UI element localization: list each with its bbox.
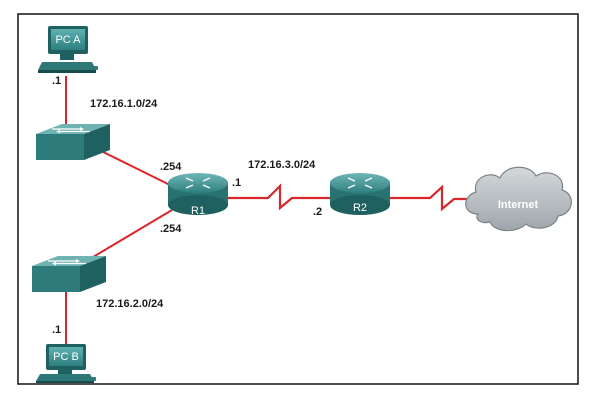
network-lan-a-label: 172.16.1.0/24	[90, 98, 158, 110]
switch-2-icon[interactable]	[32, 256, 106, 292]
r1-label: R1	[191, 205, 205, 217]
r2-label: R2	[353, 202, 367, 214]
diagram-border	[17, 13, 579, 385]
pc-a-host-address: .1	[52, 75, 62, 87]
r2-serial-address: .2	[313, 206, 323, 218]
network-lan-b-label: 172.16.2.0/24	[96, 298, 164, 310]
serial-link-r2-internet	[388, 184, 470, 212]
link-switch1-r1	[94, 147, 173, 187]
router-r1-icon[interactable]	[168, 173, 228, 215]
network-wan-label: 172.16.3.0/24	[248, 159, 316, 171]
serial-link-r1-r2	[226, 183, 332, 211]
pc-b-icon[interactable]	[36, 344, 96, 383]
r1-lan-a-address: .254	[160, 161, 182, 173]
r1-serial-address: .1	[232, 177, 242, 189]
switch-1-icon[interactable]	[36, 124, 110, 160]
pc-b-host-address: .1	[52, 324, 62, 336]
internet-cloud-icon[interactable]	[465, 166, 572, 232]
pc-b-label: PC B	[53, 351, 79, 363]
link-r1-switch2	[87, 209, 173, 261]
internet-label: Internet	[498, 199, 539, 211]
router-r2-icon[interactable]	[330, 173, 390, 215]
r1-lan-b-address: .254	[160, 223, 182, 235]
pc-a-icon[interactable]	[38, 26, 98, 73]
pc-a-label: PC A	[55, 34, 81, 46]
